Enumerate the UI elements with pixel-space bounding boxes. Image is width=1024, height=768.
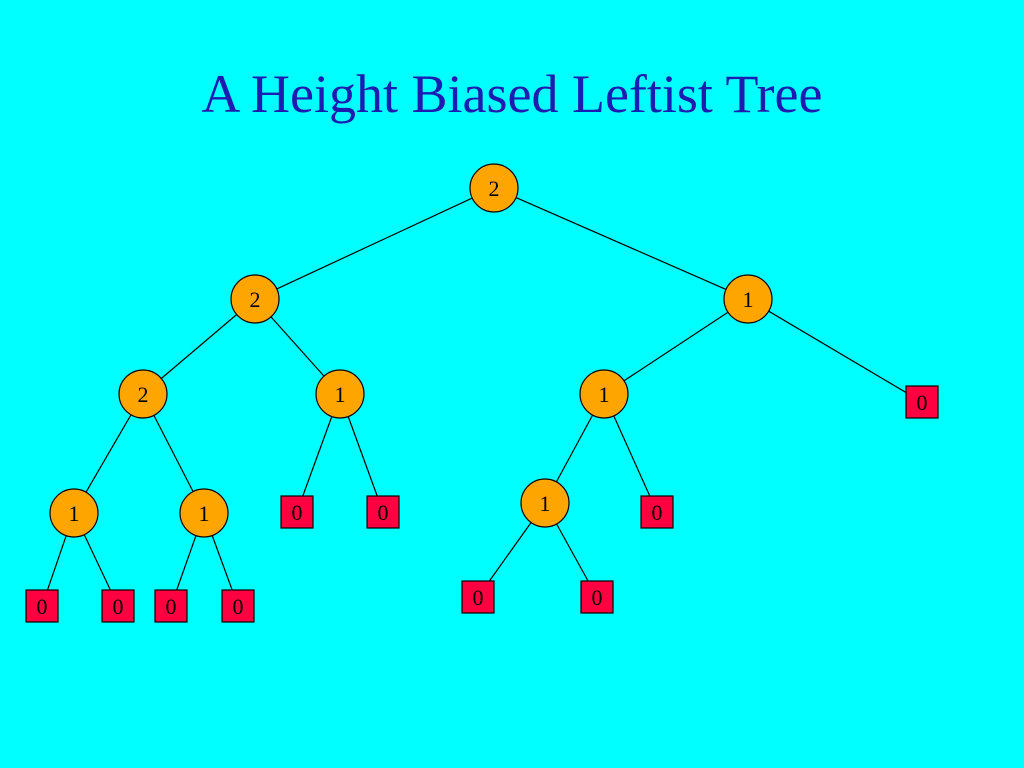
node-square bbox=[640, 495, 674, 529]
external-node: 0 bbox=[101, 589, 135, 623]
tree-edge bbox=[347, 416, 378, 497]
node-label: 1 bbox=[743, 287, 754, 312]
node-square bbox=[221, 589, 255, 623]
node-square bbox=[154, 589, 188, 623]
node-label: 1 bbox=[540, 491, 551, 516]
node-square bbox=[280, 495, 314, 529]
internal-node: 1 bbox=[579, 369, 629, 419]
node-label: 0 bbox=[37, 594, 48, 619]
internal-node: 1 bbox=[723, 274, 773, 324]
tree-edge bbox=[556, 523, 589, 582]
node-circle bbox=[579, 369, 629, 419]
tree-edge bbox=[302, 416, 333, 497]
slide-title: A Height Biased Leftist Tree bbox=[201, 64, 823, 124]
node-circle bbox=[469, 163, 519, 213]
node-label: 1 bbox=[199, 501, 210, 526]
tree-edge bbox=[515, 197, 727, 290]
external-node: 0 bbox=[25, 589, 59, 623]
internal-node: 1 bbox=[315, 369, 365, 419]
tree-edge bbox=[211, 535, 233, 591]
node-square bbox=[101, 589, 135, 623]
internal-node: 2 bbox=[118, 369, 168, 419]
tree-edge bbox=[46, 535, 67, 591]
tree-edge bbox=[160, 314, 238, 379]
internal-node: 1 bbox=[49, 488, 99, 538]
node-label: 2 bbox=[489, 176, 500, 201]
tree-edge bbox=[83, 534, 111, 591]
internal-node: 1 bbox=[520, 478, 570, 528]
node-circle bbox=[230, 274, 280, 324]
node-circle bbox=[179, 488, 229, 538]
node-square bbox=[25, 589, 59, 623]
external-node: 0 bbox=[640, 495, 674, 529]
internal-node: 1 bbox=[179, 488, 229, 538]
node-label: 2 bbox=[138, 382, 149, 407]
tree-edge bbox=[623, 311, 729, 382]
node-label: 0 bbox=[378, 500, 389, 525]
node-square bbox=[905, 385, 939, 419]
tree-edge bbox=[613, 415, 651, 497]
external-node: 0 bbox=[154, 589, 188, 623]
tree-edge bbox=[153, 415, 194, 492]
tree-edge bbox=[555, 414, 594, 483]
tree-edge bbox=[176, 535, 197, 591]
node-label: 0 bbox=[473, 585, 484, 610]
node-label: 0 bbox=[292, 500, 303, 525]
external-node: 0 bbox=[905, 385, 939, 419]
edges bbox=[46, 197, 907, 591]
node-label: 0 bbox=[917, 390, 928, 415]
node-square bbox=[366, 495, 400, 529]
node-label: 0 bbox=[592, 585, 603, 610]
external-node: 0 bbox=[280, 495, 314, 529]
node-square bbox=[580, 580, 614, 614]
external-node: 0 bbox=[366, 495, 400, 529]
tree-edge bbox=[488, 522, 532, 582]
node-label: 0 bbox=[166, 594, 177, 619]
node-label: 1 bbox=[335, 382, 346, 407]
node-label: 0 bbox=[233, 594, 244, 619]
tree-edge bbox=[85, 414, 132, 493]
tree-edge bbox=[768, 310, 907, 394]
external-node: 0 bbox=[461, 580, 495, 614]
node-label: 0 bbox=[113, 594, 124, 619]
node-circle bbox=[520, 478, 570, 528]
node-circle bbox=[49, 488, 99, 538]
internal-node: 2 bbox=[469, 163, 519, 213]
external-node: 0 bbox=[221, 589, 255, 623]
internal-node: 2 bbox=[230, 274, 280, 324]
tree-edge bbox=[276, 197, 473, 290]
node-label: 1 bbox=[599, 382, 610, 407]
node-label: 1 bbox=[69, 501, 80, 526]
node-label: 0 bbox=[652, 500, 663, 525]
tree-edge bbox=[270, 316, 325, 377]
nodes: 2 2 1 2 1 1 0 1 1 0 0 1 0 0 0 0 0 0 0 bbox=[25, 163, 939, 623]
node-label: 2 bbox=[250, 287, 261, 312]
node-circle bbox=[723, 274, 773, 324]
external-node: 0 bbox=[580, 580, 614, 614]
node-square bbox=[461, 580, 495, 614]
node-circle bbox=[118, 369, 168, 419]
node-circle bbox=[315, 369, 365, 419]
